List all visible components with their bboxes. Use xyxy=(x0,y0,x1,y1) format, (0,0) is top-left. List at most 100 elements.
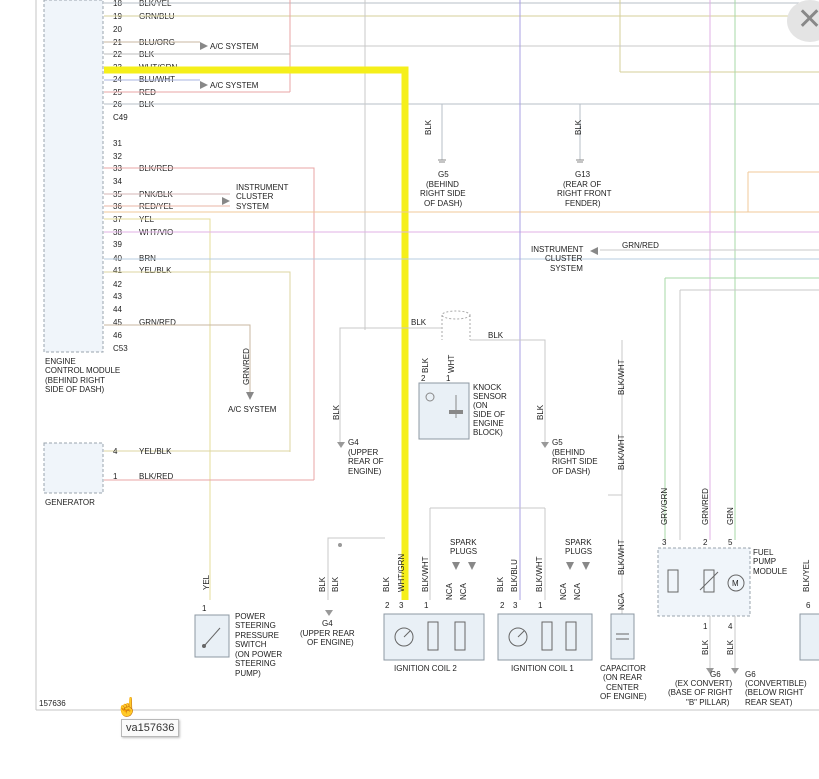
fp-pin-5: 5 xyxy=(728,538,733,547)
g6-convertible-ground: G6 (CONVERTIBLE) (BELOW RIGHT REAR SEAT) xyxy=(731,668,807,707)
cap-wire-low: BLK/WHT xyxy=(617,539,626,575)
g4-lower-wire-2: BLK xyxy=(331,576,340,592)
generator-pins: 4 YEL/BLK 1 BLK/RED xyxy=(113,447,173,481)
knock-desc-4: SIDE OF xyxy=(473,410,505,419)
fp-pin-3: 3 xyxy=(662,538,667,547)
ps-desc-4: SWITCH xyxy=(235,640,267,649)
fp-pin-4: 4 xyxy=(728,622,733,631)
ecm-wires-bottom xyxy=(104,0,819,600)
g5-top-desc-2: RIGHT SIDE xyxy=(420,189,466,198)
fp-wire-blk-2: BLK xyxy=(726,639,735,655)
ac-system-1-label: A/C SYSTEM xyxy=(210,42,259,51)
coil2-plugs-1: SPARK xyxy=(450,538,477,547)
knock-sensor-pin-1: 1 xyxy=(446,374,451,383)
instrument-cluster-left-label: INSTRUMENT CLUSTER SYSTEM xyxy=(236,183,289,211)
g5-mid-wire: BLK xyxy=(536,404,545,420)
g5-mid-desc-3: OF DASH) xyxy=(552,467,591,476)
close-icon[interactable]: ✕ xyxy=(787,0,819,42)
g5-top-ground: BLK G5 (BEHIND RIGHT SIDE OF DASH) xyxy=(420,104,466,208)
g13-desc-3: FENDER) xyxy=(565,199,601,208)
coil1-wire-blk-wht: BLK/WHT xyxy=(535,556,544,592)
ps-pin: 1 xyxy=(202,604,207,613)
knock-desc-6: BLOCK) xyxy=(473,428,503,437)
ignition-coil-2: 2 3 1 BLK WHT/GRN BLK/WHT NCA NCA SPARK … xyxy=(382,538,485,673)
knock-sensor-pin-2: 2 xyxy=(421,374,426,383)
ps-desc-3: PRESSURE xyxy=(235,631,279,640)
coil1-pin-1: 1 xyxy=(538,601,543,610)
coil2-pin-1: 1 xyxy=(424,601,429,610)
g5-top-wire: BLK xyxy=(424,119,433,135)
ecm-pin-46: 46 xyxy=(113,331,122,340)
coil2-title: IGNITION COIL 2 xyxy=(394,664,457,673)
knock-sensor-wire-left: BLK xyxy=(411,318,427,327)
ic-left-line-2: CLUSTER xyxy=(236,192,274,201)
coil1-body xyxy=(497,613,593,661)
ps-desc-1: POWER xyxy=(235,612,265,621)
ac-system-3-label: A/C SYSTEM xyxy=(228,405,277,414)
coil1-plugs-2: PLUGS xyxy=(565,547,592,556)
coil1-wire-blk: BLK xyxy=(496,576,505,592)
g4-upper-name: G4 xyxy=(348,438,359,447)
ecm-pin-45: 45 xyxy=(113,318,122,327)
g4-lower-wire-1: BLK xyxy=(318,576,327,592)
g4-lower-desc-2: OF ENGINE) xyxy=(307,638,354,647)
instrument-cluster-right-label: INSTRUMENT CLUSTER SYSTEM xyxy=(531,245,584,273)
capacitor: CAPACITOR (ON REAR CENTER OF ENGINE) xyxy=(600,613,647,701)
ic-right-line-1: INSTRUMENT xyxy=(531,245,584,254)
ps-desc-2: STEERING xyxy=(235,621,276,630)
ecm-pin-18: 18 xyxy=(113,0,122,8)
ecm-connector-c53: C53 xyxy=(113,344,128,353)
image-tooltip: va157636 xyxy=(121,719,180,737)
ecm-pin-34: 34 xyxy=(113,177,122,186)
fp-wire-blk-1: BLK xyxy=(701,639,710,655)
ecm-wire-18: BLK/YEL xyxy=(139,0,172,8)
coil2-wire-blk-wht: BLK/WHT xyxy=(421,556,430,592)
hand-pointer-icon: ☝ xyxy=(116,697,139,717)
g5-mid-name: G5 xyxy=(552,438,563,447)
knock-desc-5: ENGINE xyxy=(473,419,504,428)
cap-wire-top: BLK/WHT xyxy=(617,359,626,395)
coil1-pin-3: 3 xyxy=(513,601,518,610)
diagram-id: 157636 xyxy=(39,699,66,708)
g6-conv-name: G6 xyxy=(745,670,756,679)
ps-switch-body xyxy=(194,614,230,658)
g6-conv-desc-2: (BELOW RIGHT xyxy=(745,688,804,697)
knock-sensor-wire-right: BLK xyxy=(488,331,504,340)
ecm-title-line-2: CONTROL MODULE xyxy=(45,366,120,375)
coil2-wire-blk: BLK xyxy=(382,576,391,592)
edge-component-body xyxy=(799,613,819,661)
fp-wire-grn: GRN xyxy=(726,507,735,525)
power-steering-switch: YEL 1 POWER STEERING PRESSURE SWITCH (ON… xyxy=(194,574,282,678)
ps-desc-5: (ON POWER xyxy=(235,650,282,659)
coil1-title: IGNITION COIL 1 xyxy=(511,664,574,673)
capacitor-body xyxy=(610,613,635,660)
gen-pin-1: 1 xyxy=(113,472,118,481)
fp-pin-2: 2 xyxy=(703,538,708,547)
fuel-pump-motor: M xyxy=(732,579,739,588)
highlighted-wire-wht-grn[interactable] xyxy=(104,66,409,600)
knock-desc-3: (ON xyxy=(473,401,488,410)
ic-left-line-1: INSTRUMENT xyxy=(236,183,289,192)
g13-name: G13 xyxy=(575,170,591,179)
coil2-pin-2: 2 xyxy=(385,601,390,610)
fuel-pump-module: GRY/GRN GRN/RED GRN 3 2 5 M 1 4 BLK BLK … xyxy=(657,488,787,668)
coil1-plugs-1: SPARK xyxy=(565,538,592,547)
g13-desc-1: (REAR OF xyxy=(563,180,601,189)
coil1-wire-blk-blu: BLK/BLU xyxy=(510,559,519,592)
ps-desc-7: PUMP) xyxy=(235,669,261,678)
ac-system-2-label: A/C SYSTEM xyxy=(210,81,259,90)
ecm-wire-45: GRN/RED xyxy=(139,318,176,327)
coil2-nca-1: NCA xyxy=(445,582,454,600)
ecm-pin-rows-bottom: 31 32 33 BLK/RED 34 35 PNK/BLK 36 RED/YE… xyxy=(113,139,176,353)
knock-desc-1: KNOCK xyxy=(473,383,502,392)
cap-wire-mid: BLK/WHT xyxy=(617,434,626,470)
g6-ex-desc-2: (BASE OF RIGHT xyxy=(668,688,733,697)
fp-desc-2: PUMP xyxy=(753,557,776,566)
edge-pin: 6 xyxy=(806,601,811,610)
capacitor-desc-2: (ON REAR xyxy=(603,673,642,682)
g4-upper-desc-3: ENGINE) xyxy=(348,467,382,476)
coil2-pin-3: 3 xyxy=(399,601,404,610)
ic-right-line-3: SYSTEM xyxy=(550,264,583,273)
ecm-pin-44: 44 xyxy=(113,305,122,314)
ecm-title: ENGINE CONTROL MODULE (BEHIND RIGHT SIDE… xyxy=(45,357,120,394)
